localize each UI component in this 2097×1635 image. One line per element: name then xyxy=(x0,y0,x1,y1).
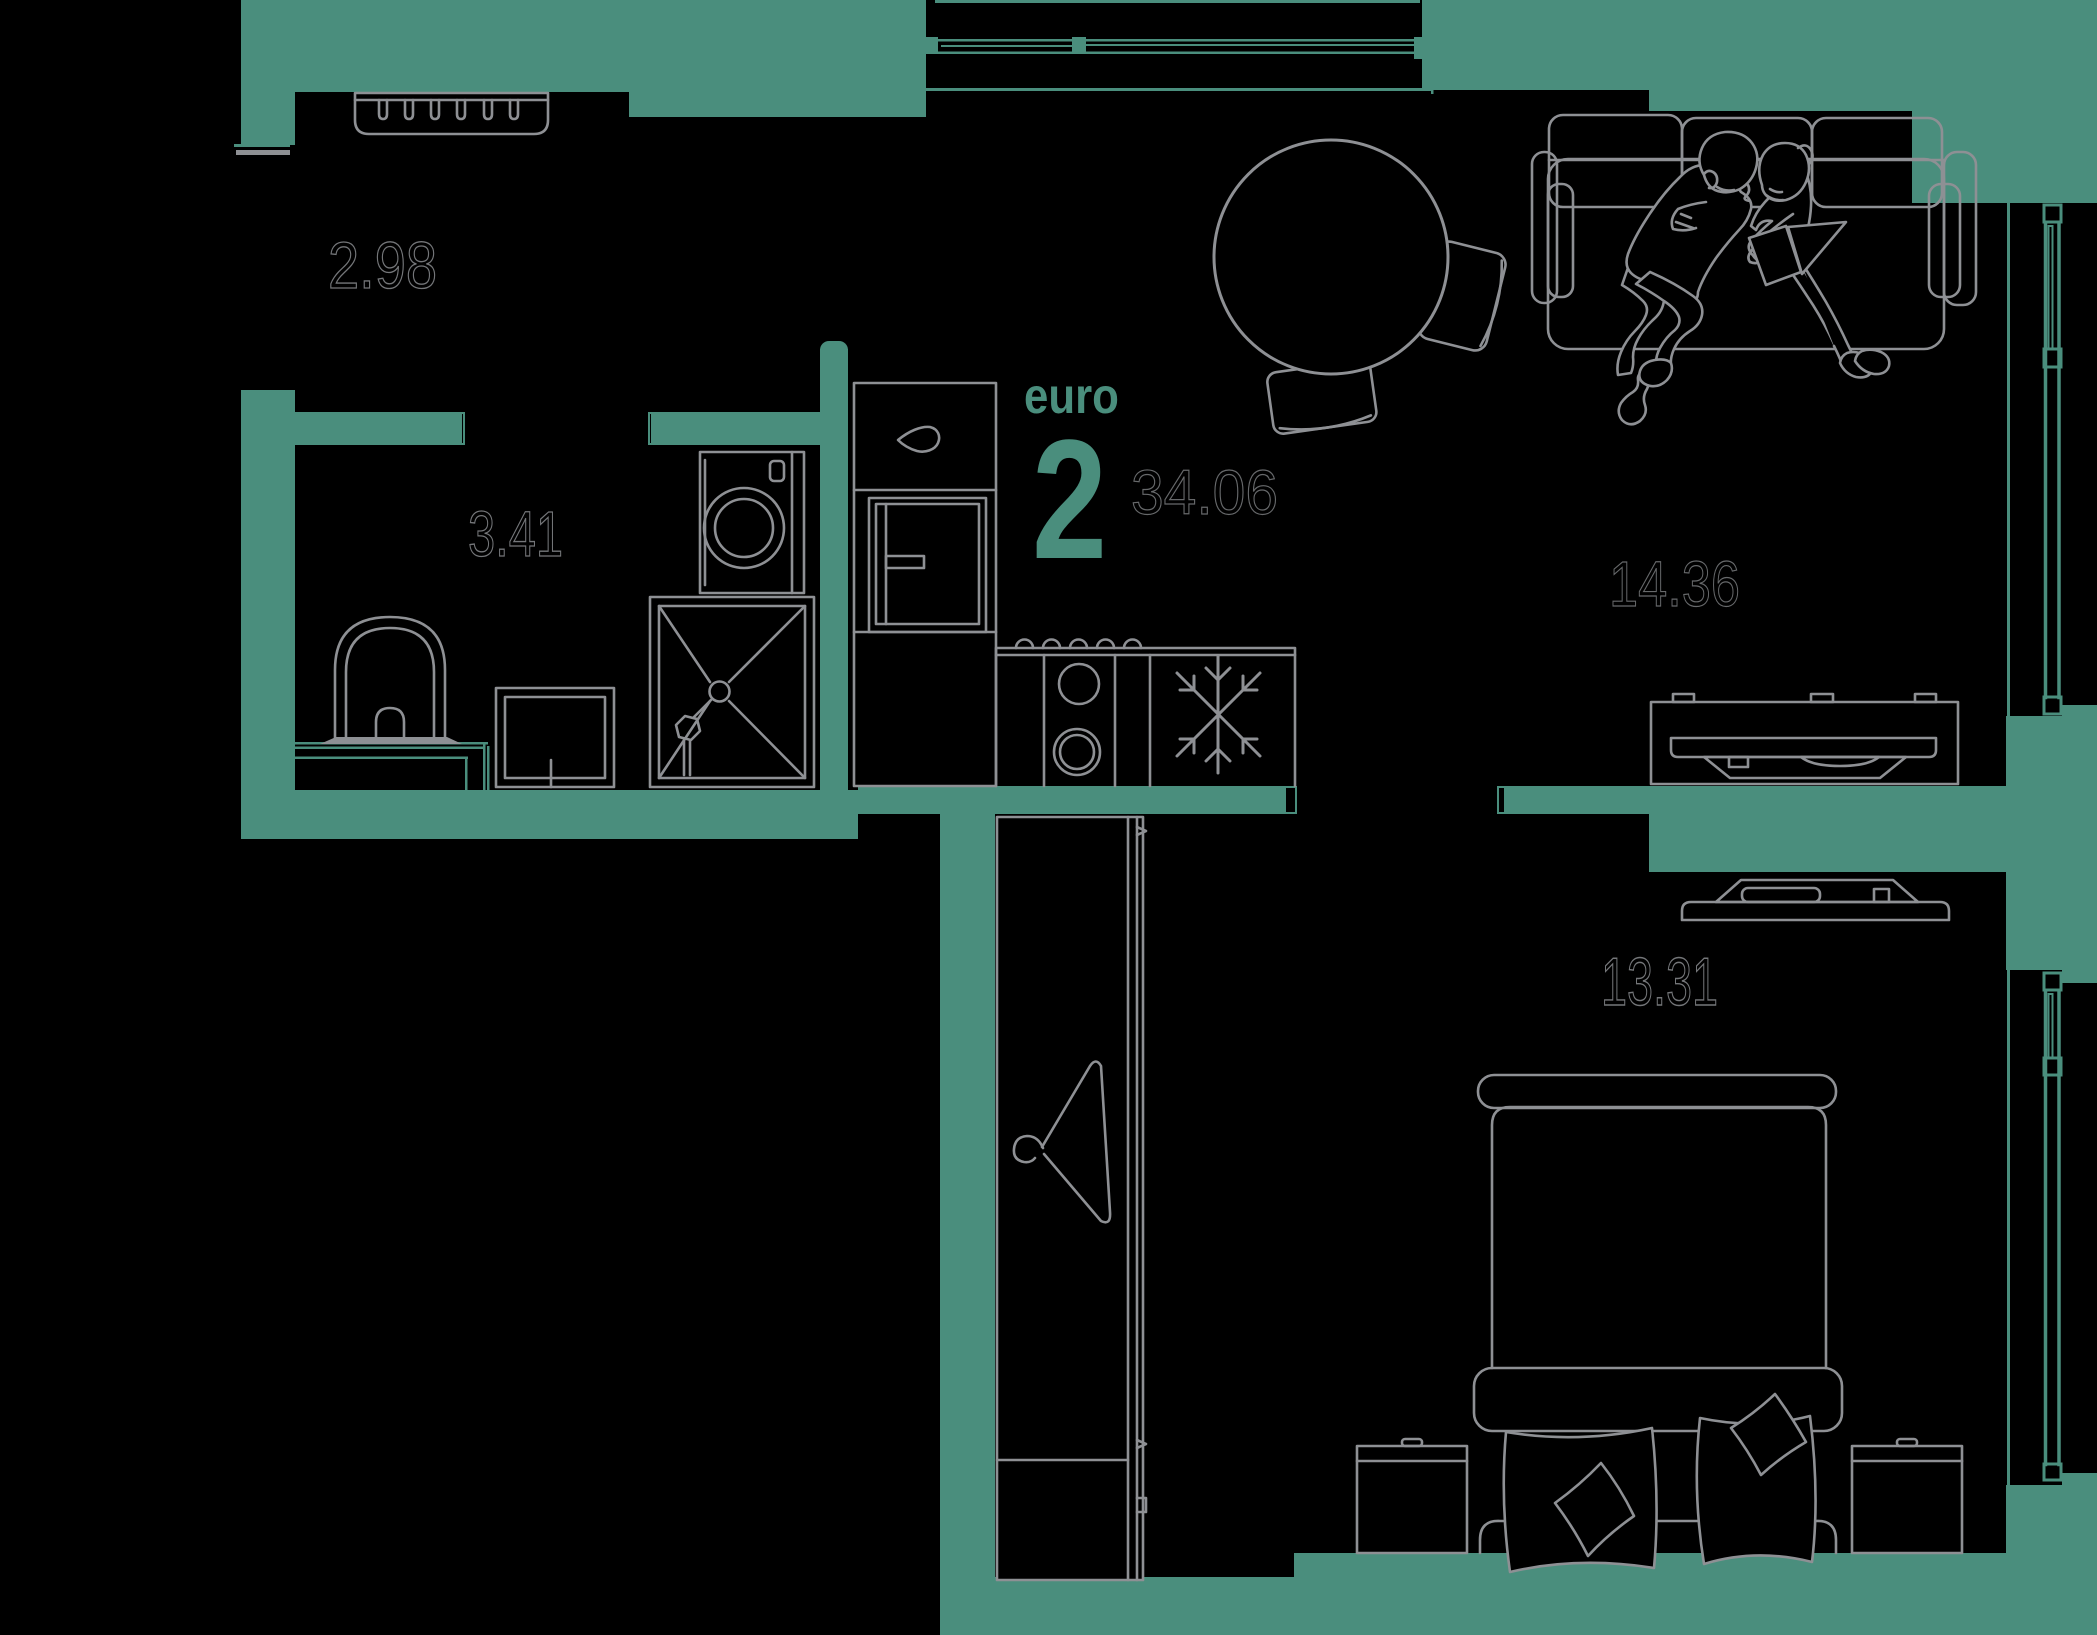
svg-text:3.41: 3.41 xyxy=(468,499,563,571)
svg-text:euro: euro xyxy=(1024,367,1119,423)
svg-text:13.31: 13.31 xyxy=(1601,944,1718,1020)
svg-text:2: 2 xyxy=(1032,404,1107,594)
svg-text:2.98: 2.98 xyxy=(328,229,437,302)
svg-text:14.36: 14.36 xyxy=(1609,549,1740,620)
svg-text:34.06: 34.06 xyxy=(1131,457,1278,527)
